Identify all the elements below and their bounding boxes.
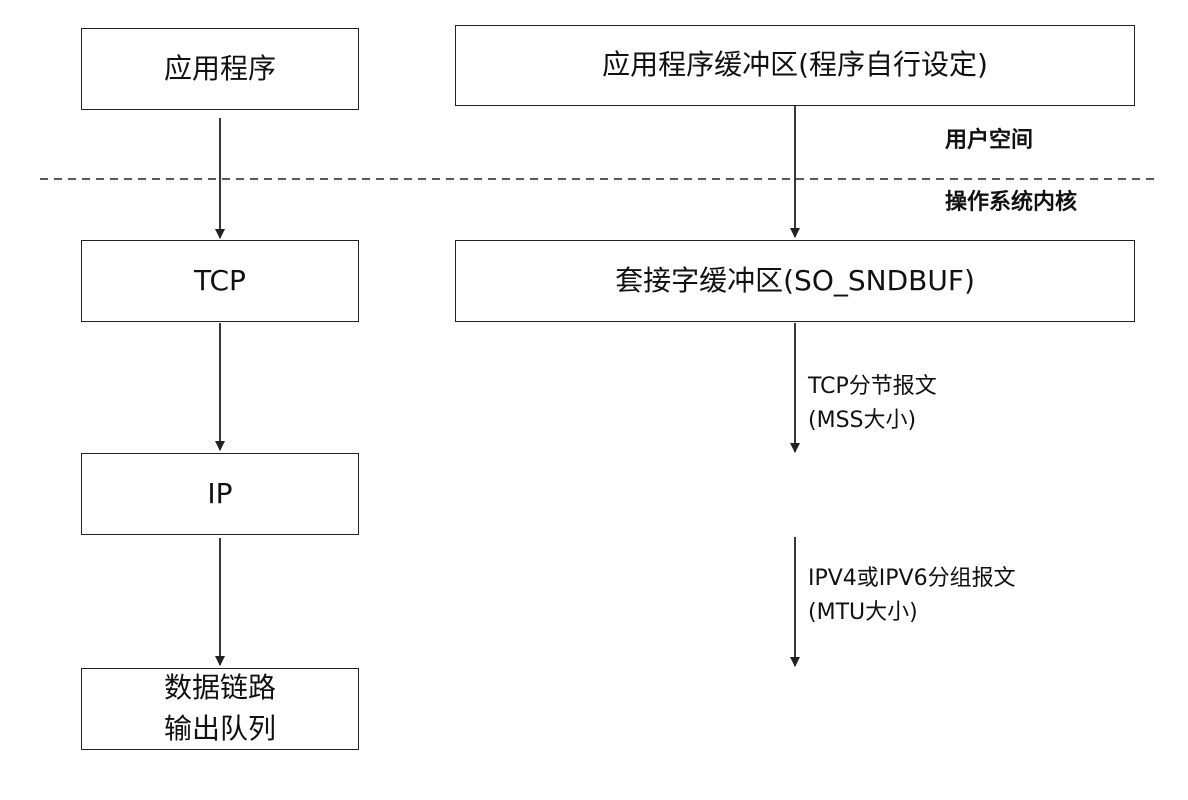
node-tcp-label: TCP [194,263,246,297]
node-ip: IP [81,453,359,535]
node-app: 应用程序 [81,28,359,110]
node-datalink: 数据链路 输出队列 [81,668,359,750]
node-ip-label: IP [207,476,233,510]
edge-label-tcp-segments: TCP分节报文 (MSS大小) [808,374,937,434]
node-socket-buffer-label: 套接字缓冲区(SO_SNDBUF) [615,263,975,297]
node-datalink-label: 数据链路 输出队列 [163,671,276,745]
node-socket-buffer: 套接字缓冲区(SO_SNDBUF) [455,240,1135,322]
edge-label-ip-packets: IPV4或IPV6分组报文 (MTU大小) [808,566,1016,626]
zone-label-user-space: 用户空间 [945,128,1034,153]
zone-label-kernel: 操作系统内核 [945,190,1078,215]
node-app-label: 应用程序 [163,51,276,85]
node-tcp: TCP [81,240,359,322]
node-app-buffer: 应用程序缓冲区(程序自行设定) [455,25,1135,106]
node-app-buffer-label: 应用程序缓冲区(程序自行设定) [602,48,988,82]
